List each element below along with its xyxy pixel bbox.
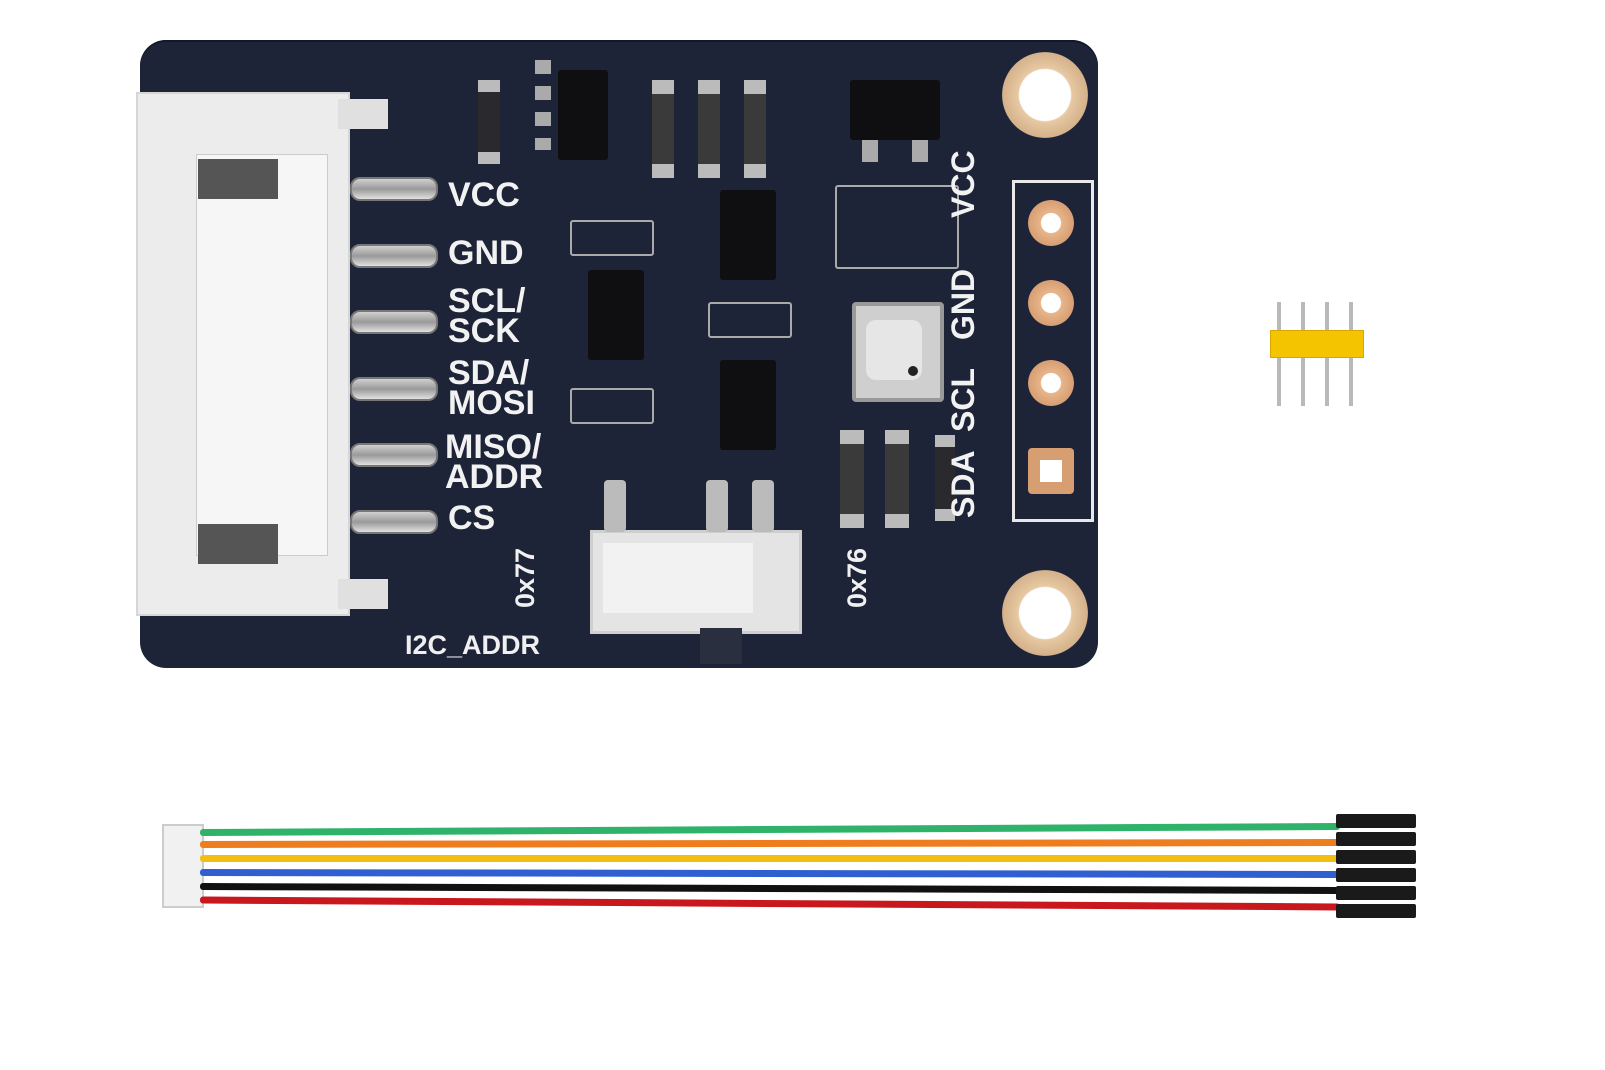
label-mosi: MOSI	[448, 384, 535, 422]
sensor-board: VCC GND SCL/ SCK SDA/ MOSI MISO/ ADDR CS…	[136, 40, 1098, 668]
switch-label: I2C_ADDR	[405, 630, 541, 660]
header-label-gnd: GND	[945, 268, 981, 340]
label-scl: SCL/	[448, 282, 526, 320]
pin-header	[1270, 302, 1364, 406]
addr-0x77: 0x77	[510, 547, 540, 608]
label-addr: ADDR	[445, 458, 544, 496]
header-label-scl: SCL	[945, 368, 981, 432]
label-sck: SCK	[448, 312, 520, 350]
addr-0x76: 0x76	[842, 547, 872, 608]
jumper-cable	[162, 812, 1422, 924]
address-switch	[590, 530, 802, 634]
label-gnd: GND	[448, 234, 524, 272]
header-outline	[1012, 180, 1094, 522]
jst-connector	[136, 92, 388, 616]
header-label-vcc: VCC	[945, 150, 981, 218]
cable-jst-plug	[162, 824, 204, 908]
label-miso: MISO/	[445, 428, 542, 466]
label-sda: SDA/	[448, 354, 530, 392]
label-vcc: VCC	[448, 176, 520, 214]
header-label-sda: SDA	[945, 450, 981, 518]
label-cs: CS	[448, 499, 496, 537]
sensor-chip	[852, 302, 944, 402]
mount-hole-bottom	[1002, 570, 1088, 656]
mount-hole-top	[1002, 52, 1088, 138]
